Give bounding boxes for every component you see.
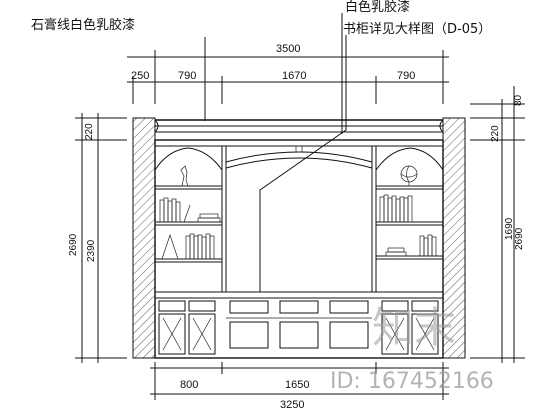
- right-bookcase: [371, 146, 444, 292]
- dim-right-inner: 1690: [504, 217, 515, 240]
- watermark-id: ID: 167452166: [330, 369, 494, 394]
- ceiling: [154, 119, 444, 133]
- dim-top-seg-1: 250: [131, 70, 149, 82]
- left-wall-hatch: [132, 117, 156, 359]
- top-dimensions: [127, 50, 449, 104]
- note-right-reference: 书柜详见大样图（D-05）: [343, 22, 491, 37]
- dim-top-seg-2: 790: [178, 70, 196, 82]
- watermark-logo: 知末: [372, 303, 456, 352]
- right-dimensions: [470, 86, 525, 363]
- note-right-material: 白色乳胶漆: [345, 0, 410, 15]
- left-bookcase: [154, 146, 227, 292]
- left-dimensions: [75, 113, 127, 363]
- dim-top-overall: 3500: [276, 43, 300, 55]
- base-cabinets: [158, 300, 439, 355]
- dim-left-top: 220: [84, 123, 95, 140]
- dim-right-top-a: 80: [513, 94, 524, 106]
- dim-left-outer: 2690: [68, 233, 79, 256]
- center-opening: [225, 145, 373, 169]
- dim-right-outer: 2690: [514, 227, 525, 250]
- dim-bottom-seg-2: 1650: [285, 379, 309, 391]
- dim-top-seg-4: 790: [397, 70, 415, 82]
- note-left-material: 石膏线白色乳胶漆: [31, 17, 135, 33]
- dim-right-top-b: 220: [490, 125, 501, 142]
- dim-bottom-seg-1: 800: [180, 379, 198, 391]
- dim-top-seg-3: 1670: [282, 70, 306, 82]
- cabinet-frame: [154, 139, 444, 359]
- dim-bottom-overall: 3250: [280, 399, 304, 411]
- dim-left-inner: 2390: [86, 239, 97, 262]
- bottom-dimensions: [150, 362, 449, 400]
